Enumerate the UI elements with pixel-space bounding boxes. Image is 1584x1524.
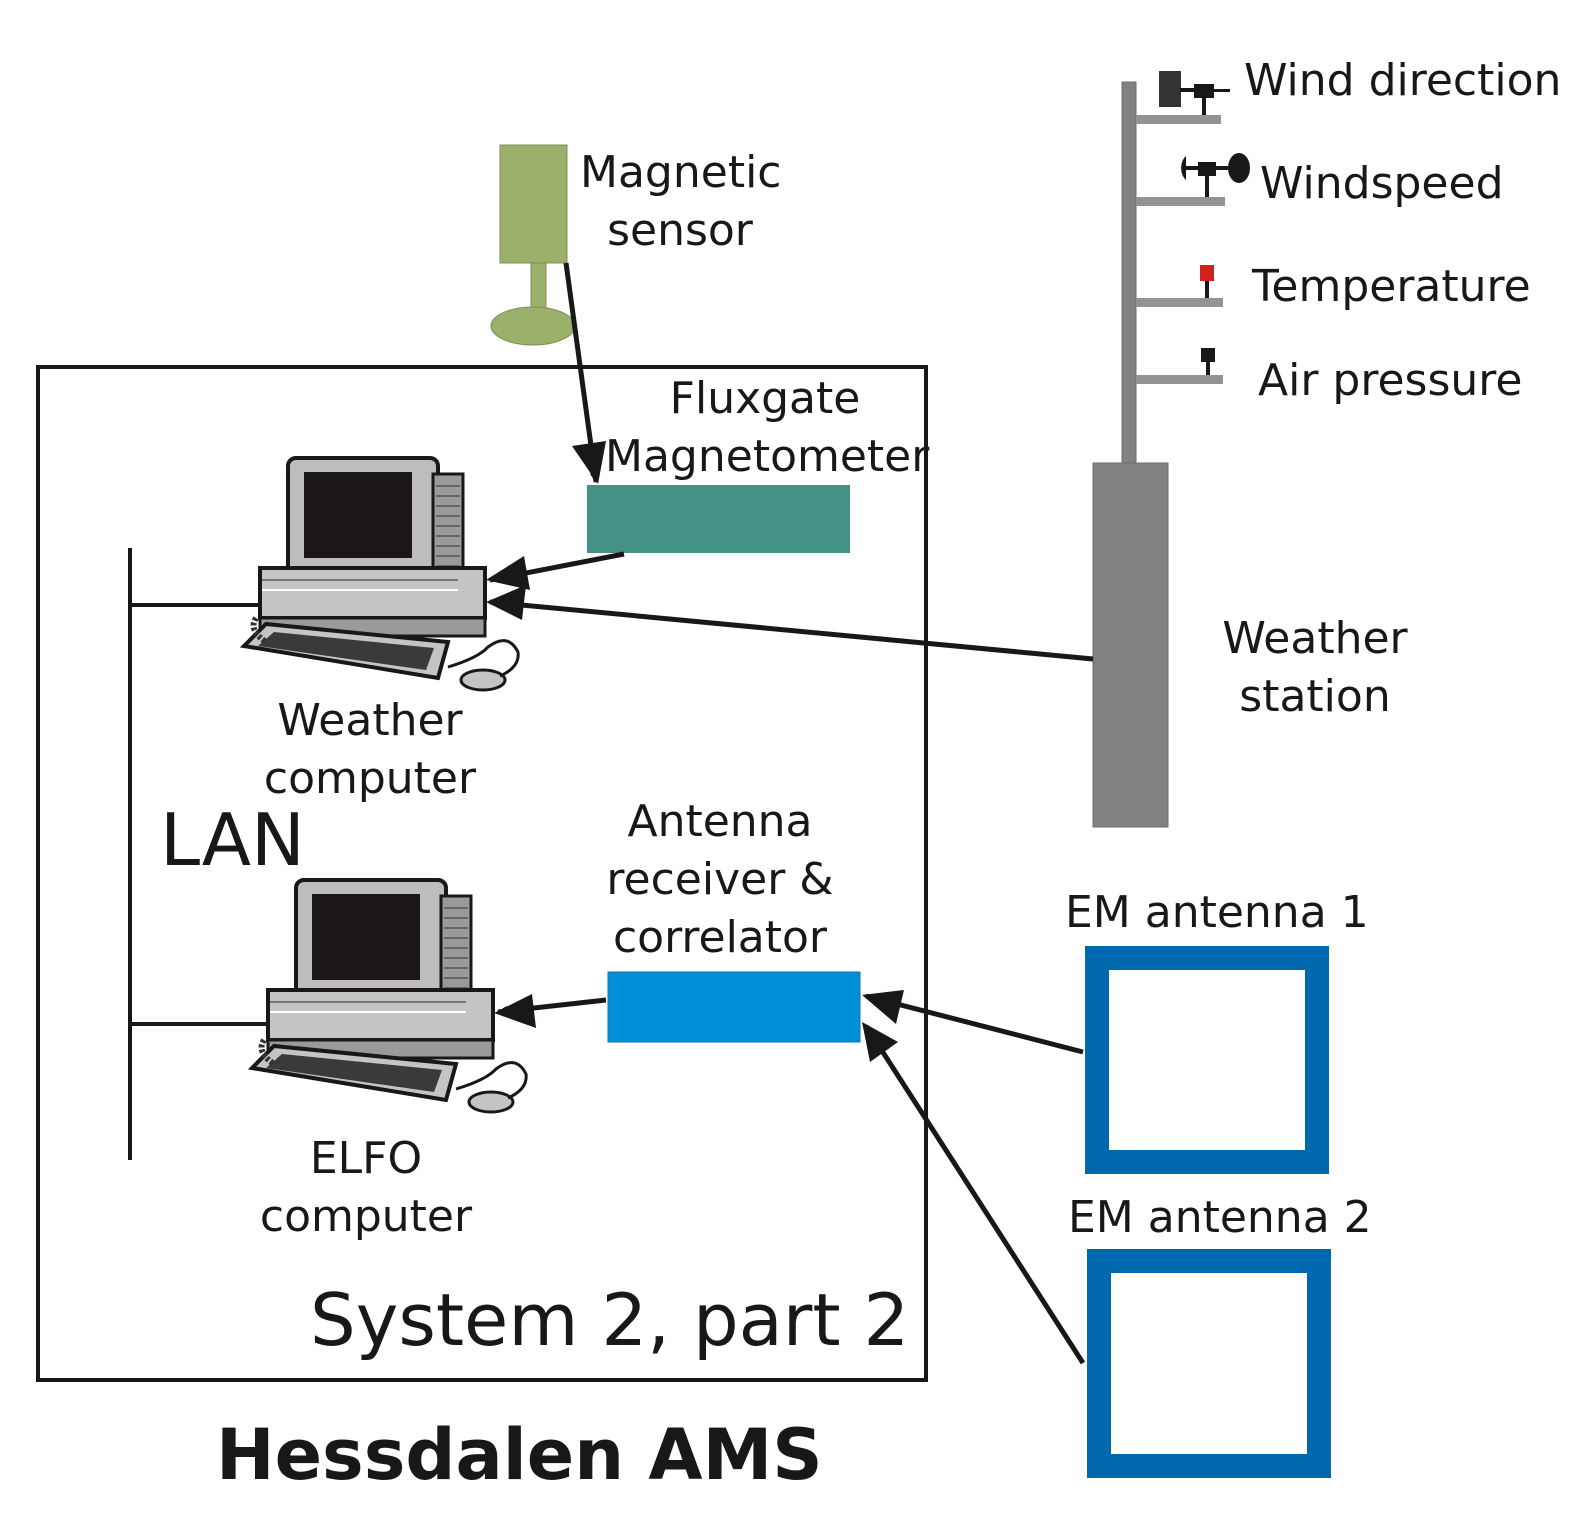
system-box-label: System 2, part 2 [310, 1278, 910, 1362]
arrowhead-receiver-1 [862, 990, 904, 1024]
magnetic-sensor-icon [490, 144, 576, 346]
arrowhead-weather-computer-2 [486, 585, 526, 620]
em-antenna-2-label: EM antenna 2 [1068, 1192, 1372, 1243]
arrowhead-elfo-computer [494, 994, 536, 1028]
antenna-receiver-label-line1: Antenna [627, 796, 813, 847]
magnetic-sensor-label: Magnetic sensor [580, 144, 782, 260]
antenna-receiver-label-line2: receiver & [606, 854, 834, 905]
arrowhead-fluxgate [572, 441, 606, 484]
weather-computer-label: Weather computer [250, 692, 490, 808]
lan-bus [128, 548, 270, 1160]
sensor-label-air-pressure: Air pressure [1258, 355, 1523, 406]
em-antenna-1-icon [1085, 946, 1329, 1174]
lan-label: LAN [160, 798, 305, 882]
windspeed-icon [1181, 153, 1250, 197]
air-pressure-sensor-icon [1201, 348, 1215, 375]
arrowhead-receiver-2 [862, 1022, 898, 1062]
sensor-label-windspeed: Windspeed [1260, 158, 1504, 209]
elfo-computer-label: ELFO computer [246, 1130, 486, 1246]
arrow-antenna1-to-receiver [865, 993, 1084, 1055]
arrow-weather-station-to-weather-computer [489, 597, 1094, 662]
weather-station-label-line2: station [1239, 671, 1391, 722]
weather-computer-label-line1: Weather [277, 695, 463, 746]
weather-station-label-line1: Weather [1222, 613, 1408, 664]
antenna-receiver-box [607, 971, 861, 1043]
system-box [36, 365, 928, 1382]
magnetic-sensor-label-line1: Magnetic [580, 147, 782, 198]
em-antenna-1-label: EM antenna 1 [1065, 887, 1369, 938]
em-antenna-2-icon [1087, 1249, 1331, 1478]
diagram-title: Hessdalen AMS [216, 1414, 823, 1496]
fluxgate-label-line1: Fluxgate [669, 373, 861, 424]
sensor-label-wind-direction: Wind direction [1244, 55, 1562, 106]
fluxgate-label: Fluxgate Magnetometer [605, 370, 930, 486]
temperature-sensor-icon [1200, 265, 1214, 298]
fluxgate-label-line2: Magnetometer [605, 431, 930, 482]
weather-station-icon [1092, 81, 1225, 828]
elfo-computer-label-line2: computer [259, 1191, 473, 1242]
sensor-label-temperature: Temperature [1252, 261, 1531, 312]
weather-station-label: Weather station [1210, 610, 1420, 726]
weather-computer-label-line2: computer [263, 753, 477, 804]
arrow-antenna2-to-receiver [863, 1024, 1086, 1365]
antenna-receiver-label: Antenna receiver & correlator [590, 793, 850, 967]
elfo-computer-label-line1: ELFO [309, 1133, 423, 1184]
magnetic-sensor-label-line2: sensor [607, 205, 753, 256]
fluxgate-magnetometer-box [587, 485, 850, 553]
antenna-receiver-label-line3: correlator [612, 912, 828, 963]
arrowhead-weather-computer-1 [486, 556, 530, 590]
wind-direction-icon [1159, 71, 1230, 115]
